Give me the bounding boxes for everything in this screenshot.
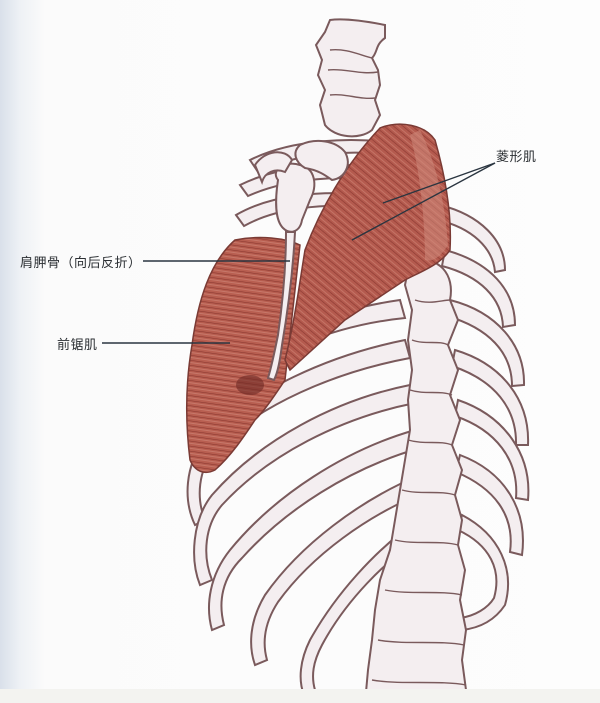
leader-lines	[102, 162, 496, 344]
scapula-bone	[253, 139, 349, 382]
rhomboid-leader-2	[351, 162, 496, 241]
scapula-label: 肩胛骨（向后反折）	[20, 256, 142, 271]
rhomboid-label: 菱形肌	[496, 150, 537, 165]
right-ribs	[436, 203, 530, 632]
spine	[314, 18, 470, 703]
serratus-anterior-label: 前锯肌	[57, 338, 98, 353]
rhomboid-muscle	[284, 123, 452, 372]
page-bottom-edge	[0, 689, 600, 703]
serratus-anterior-muscle	[186, 236, 301, 473]
spine-vertebra-lines	[327, 48, 467, 686]
rhomboid-leader-1	[382, 162, 496, 204]
